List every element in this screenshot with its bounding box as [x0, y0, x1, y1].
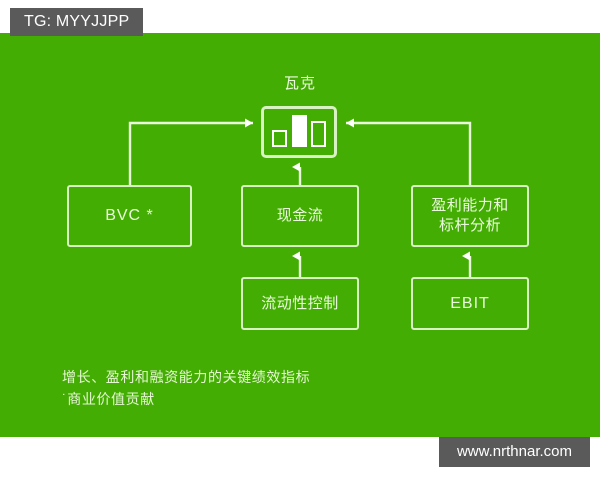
bar-chart-icon — [272, 113, 326, 147]
node-cashflow[interactable]: 现金流 — [241, 185, 359, 247]
bar-chart-node[interactable] — [261, 106, 337, 158]
node-cashflow-label: 现金流 — [276, 207, 324, 224]
node-bvc-label: BVC * — [105, 207, 154, 224]
node-ebit[interactable]: EBIT — [411, 277, 529, 330]
node-bvc[interactable]: BVC * — [67, 185, 192, 247]
node-liquidity-control[interactable]: 流动性控制 — [241, 277, 359, 330]
bar-1 — [272, 130, 287, 147]
footer-note-line-1: 增长、盈利和融资能力的关键绩效指标 — [62, 369, 311, 385]
footer-note: 增长、盈利和融资能力的关键绩效指标 ˙商业价值贡献 — [62, 366, 310, 410]
node-liquidity-control-label: 流动性控制 — [261, 294, 339, 312]
node-profitability-benchmark-label: 盈利能力和 标杆分析 — [431, 197, 509, 234]
chart-node-title: 瓦克 — [283, 75, 316, 92]
node-ebit-label: EBIT — [450, 294, 490, 312]
bar-2 — [291, 115, 307, 147]
green-background-panel — [0, 33, 600, 437]
tag-badge: TG: MYYJJPP — [10, 8, 144, 36]
bar-3 — [311, 121, 326, 147]
watermark-label: www.nrthnar.com — [438, 437, 590, 467]
node-profitability-benchmark[interactable]: 盈利能力和 标杆分析 — [411, 185, 529, 247]
footer-note-line-2: ˙商业价值贡献 — [62, 391, 155, 407]
